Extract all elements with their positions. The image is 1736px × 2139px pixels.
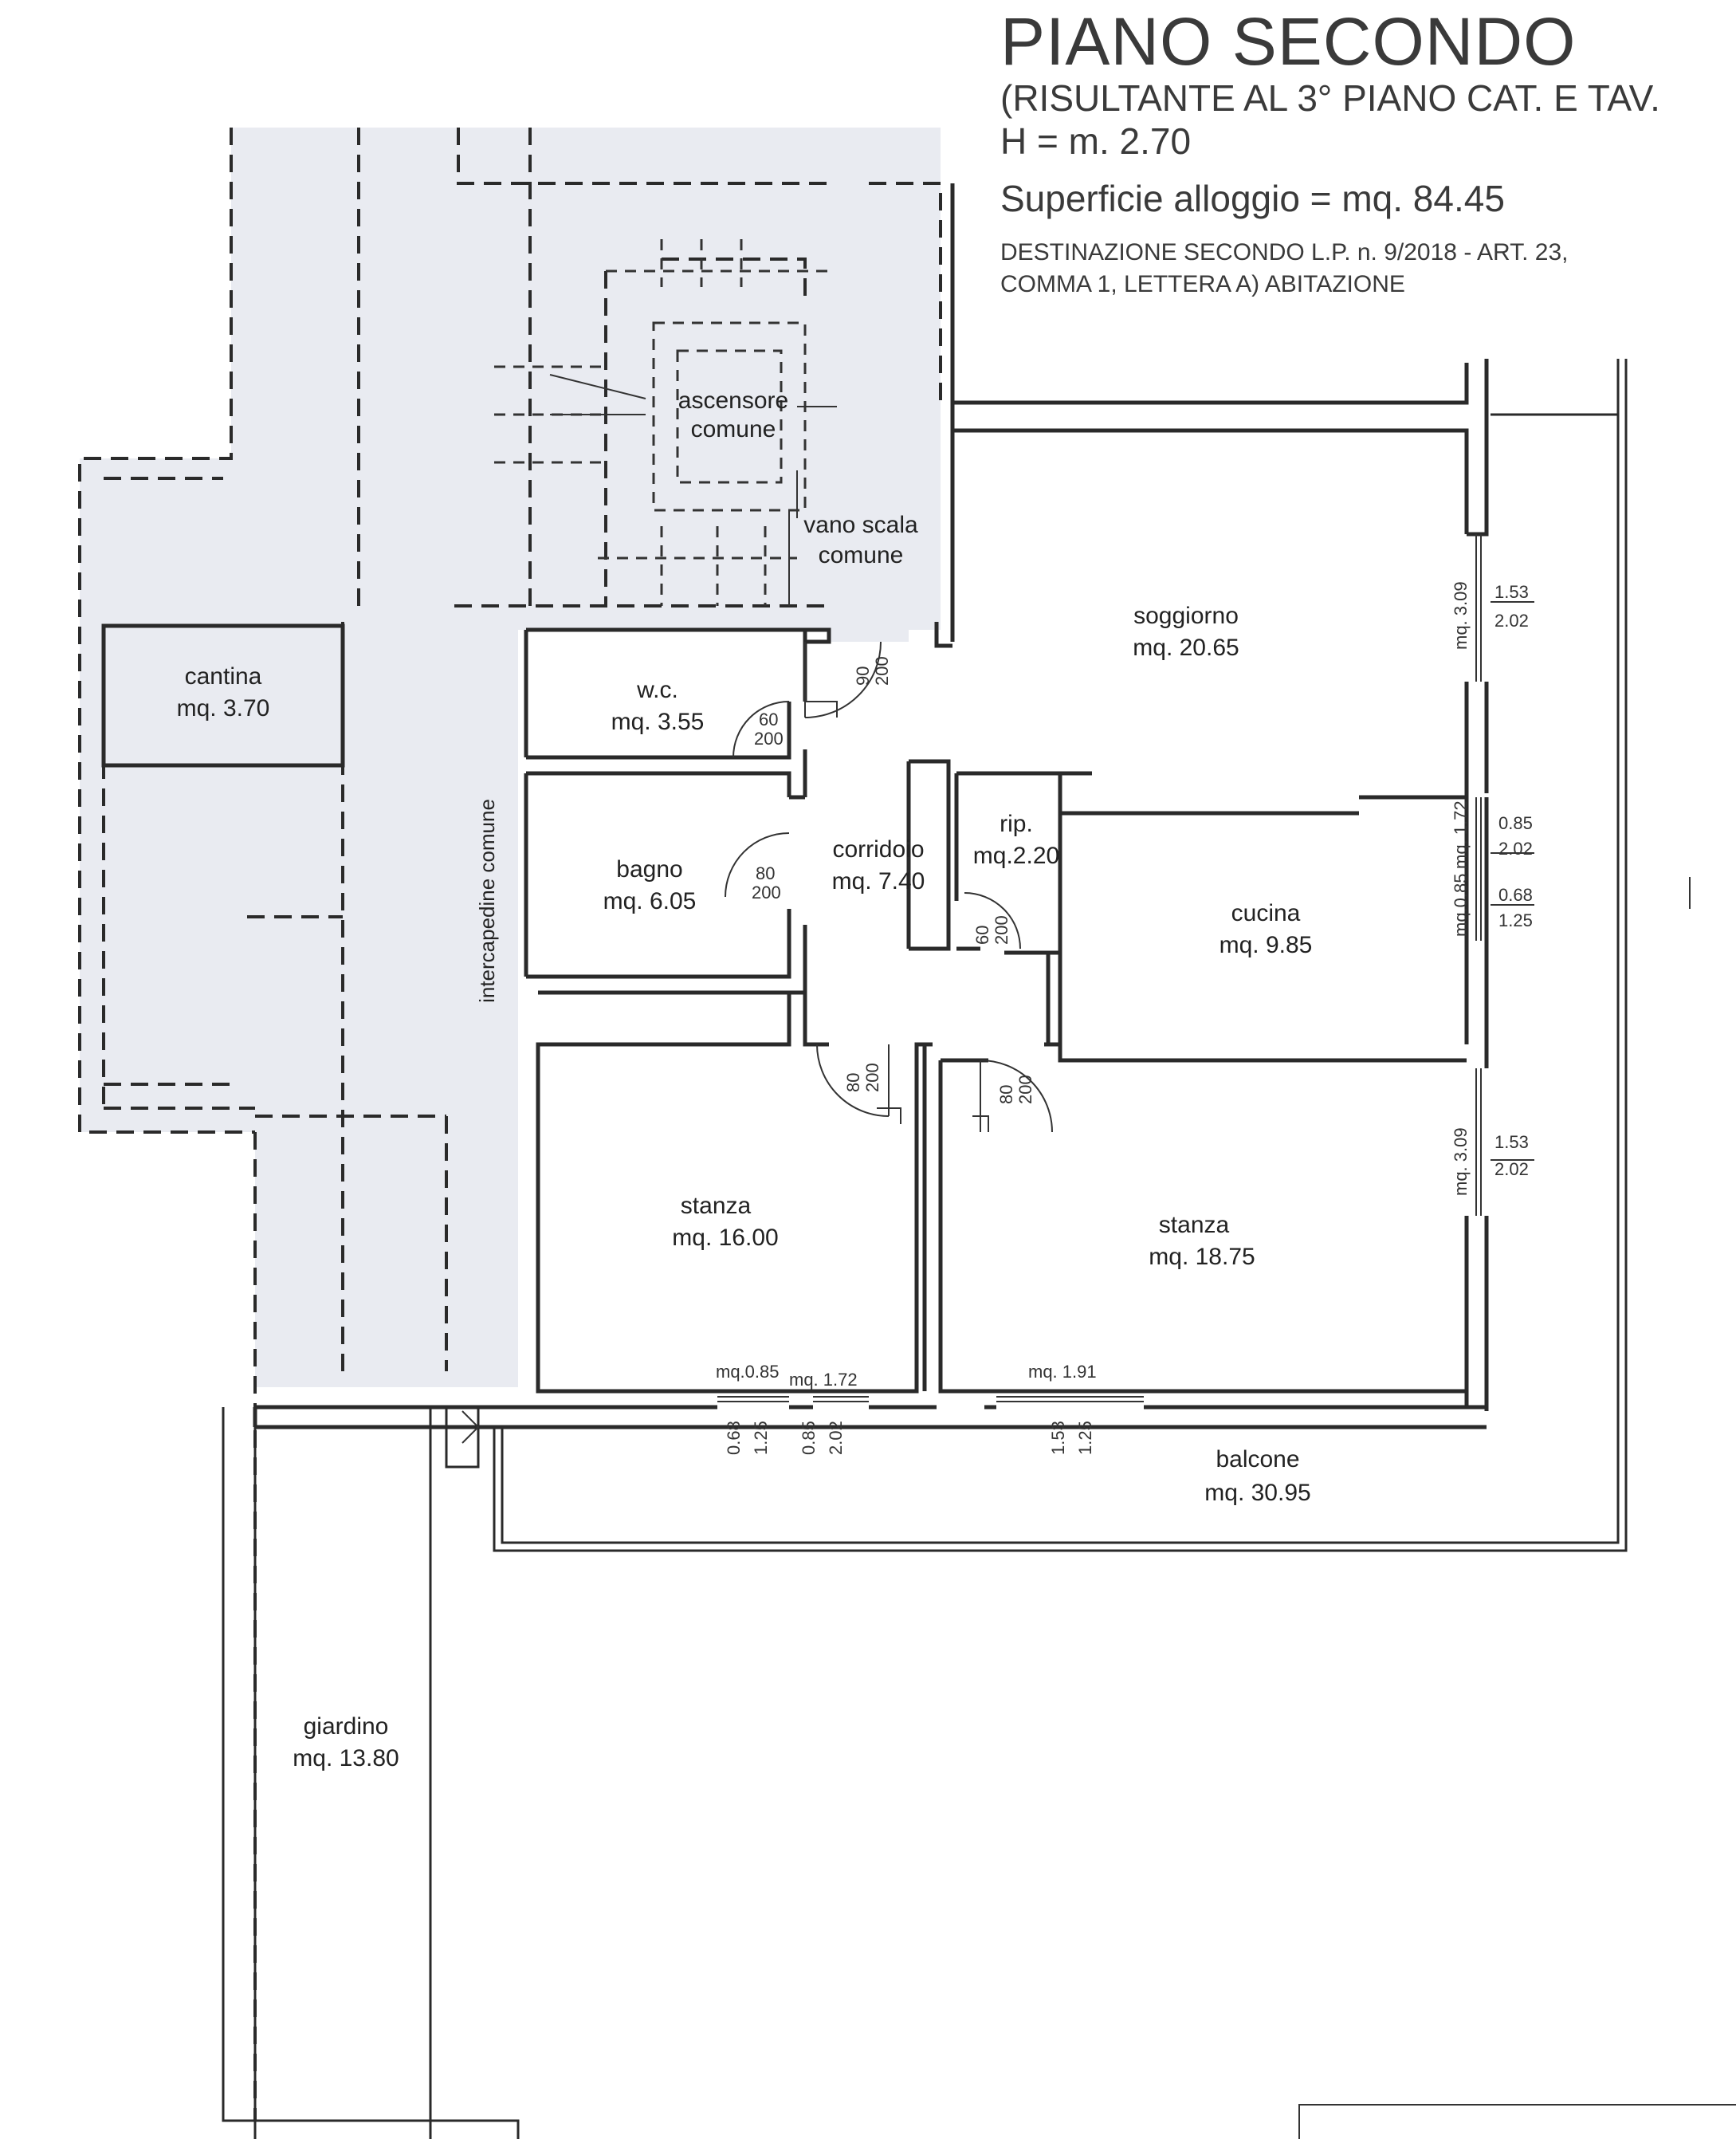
win-st1b-mq: mq. 1.72 <box>789 1370 858 1390</box>
room-ascensore-area: comune <box>691 416 776 442</box>
room-cantina-name: cantina <box>185 663 262 690</box>
door-dimensions: 90 200 60 200 80 200 60 200 80 200 80 20… <box>752 656 1035 1104</box>
stair-lift-core <box>494 239 837 606</box>
room-corridoio-area: mq. 7.40 <box>832 868 925 895</box>
room-intercapedine-name: intercapedine comune <box>475 799 499 1003</box>
room-stanza2-name: stanza <box>1159 1212 1230 1238</box>
room-vano-scala-area: comune <box>819 542 904 568</box>
door-stanza1-h: 200 <box>862 1063 882 1092</box>
room-cucina-area: mq. 9.85 <box>1220 932 1313 958</box>
destination-line-2: COMMA 1, LETTERA A) ABITAZIONE <box>1000 271 1405 297</box>
door-corr-top-w: 90 <box>853 666 873 686</box>
door-stanza1-w: 80 <box>843 1073 863 1092</box>
room-soggiorno-area: mq. 20.65 <box>1133 635 1239 661</box>
win-st2b-h: 1.25 <box>1075 1421 1095 1455</box>
win-st1b-h: 2.02 <box>826 1421 846 1455</box>
height-label: H = m. 2.70 <box>1000 120 1192 162</box>
room-balcone-area: mq. 30.95 <box>1204 1480 1310 1506</box>
destination-line-1: DESTINAZIONE SECONDO L.P. n. 9/2018 - AR… <box>1000 239 1569 265</box>
win-st1b-w: 0.85 <box>799 1421 819 1455</box>
win-st2r-w: 1.53 <box>1494 1132 1529 1152</box>
room-labels: ascensore comune vano scala comune soggi… <box>177 387 1313 1771</box>
door-wc-w: 60 <box>759 710 778 729</box>
room-stanza1-area: mq. 16.00 <box>672 1225 778 1251</box>
room-cantina-area: mq. 3.70 <box>177 695 270 722</box>
cantina-walls <box>101 623 345 768</box>
win-st2b-mq: mq. 1.91 <box>1028 1362 1097 1382</box>
win-st1a-mq: mq.0.85 <box>716 1362 780 1382</box>
room-cucina-name: cucina <box>1231 900 1301 926</box>
room-vano-scala-name: vano scala <box>803 512 918 538</box>
door-rip-h: 200 <box>992 915 1011 945</box>
room-bagno-name: bagno <box>616 856 682 883</box>
room-rip-area: mq.2.20 <box>973 843 1059 869</box>
door-bagno-h: 200 <box>752 883 781 902</box>
win-cuc2-mq: mq.0.85 <box>1451 874 1471 938</box>
room-wc-name: w.c. <box>636 677 678 703</box>
room-balcone-name: balcone <box>1216 1446 1299 1473</box>
windows <box>717 534 1534 1402</box>
room-stanza2-area: mq. 18.75 <box>1149 1244 1255 1270</box>
win-cuc2-h: 1.25 <box>1498 910 1533 930</box>
room-soggiorno-name: soggiorno <box>1133 603 1239 629</box>
common-area-shading <box>80 128 941 1387</box>
win-sogg-mq: mq. 3.09 <box>1451 581 1471 650</box>
room-corridoio-name: corridoio <box>832 836 924 863</box>
win-cuc1-mq: mq. 1.72 <box>1451 800 1471 869</box>
win-sogg-h: 2.02 <box>1494 611 1529 631</box>
win-cuc1-h: 2.02 <box>1498 839 1533 859</box>
subtitle: (RISULTANTE AL 3° PIANO CAT. E TAV. <box>1000 77 1660 119</box>
door-rip-w: 60 <box>972 926 992 945</box>
win-cuc2-w: 0.68 <box>1498 885 1533 905</box>
window-dimensions: mq. 3.09 1.53 2.02 mq. 1.72 0.85 2.02 mq… <box>716 581 1533 1455</box>
room-giardino-name: giardino <box>304 1713 389 1740</box>
win-st2r-mq: mq. 3.09 <box>1451 1127 1471 1196</box>
door-bagno-w: 80 <box>756 863 775 883</box>
surface-label: Superficie alloggio = mq. 84.45 <box>1000 178 1505 219</box>
door-arcs <box>725 641 1053 1133</box>
door-stanza2-w: 80 <box>996 1085 1016 1104</box>
room-stanza1-name: stanza <box>681 1193 752 1219</box>
door-wc-h: 200 <box>754 729 784 749</box>
win-st1a-w: 0.68 <box>724 1421 744 1455</box>
win-cuc1-w: 0.85 <box>1498 813 1533 833</box>
win-st2r-h: 2.02 <box>1494 1159 1529 1179</box>
room-bagno-area: mq. 6.05 <box>603 888 697 914</box>
door-stanza2-h: 200 <box>1015 1075 1035 1104</box>
win-sogg-w: 1.53 <box>1494 582 1529 602</box>
win-st1a-h: 1.25 <box>751 1421 771 1455</box>
door-corr-top-h: 200 <box>872 656 892 686</box>
room-giardino-area: mq. 13.80 <box>293 1745 399 1771</box>
page-title: PIANO SECONDO <box>1000 4 1577 79</box>
win-st2b-w: 1.53 <box>1048 1421 1068 1455</box>
balcony-garden-outline <box>222 359 1736 2139</box>
building-walls <box>253 183 1489 1429</box>
room-rip-name: rip. <box>1000 811 1033 837</box>
room-wc-area: mq. 3.55 <box>611 709 705 735</box>
room-ascensore-name: ascensore <box>678 387 788 414</box>
